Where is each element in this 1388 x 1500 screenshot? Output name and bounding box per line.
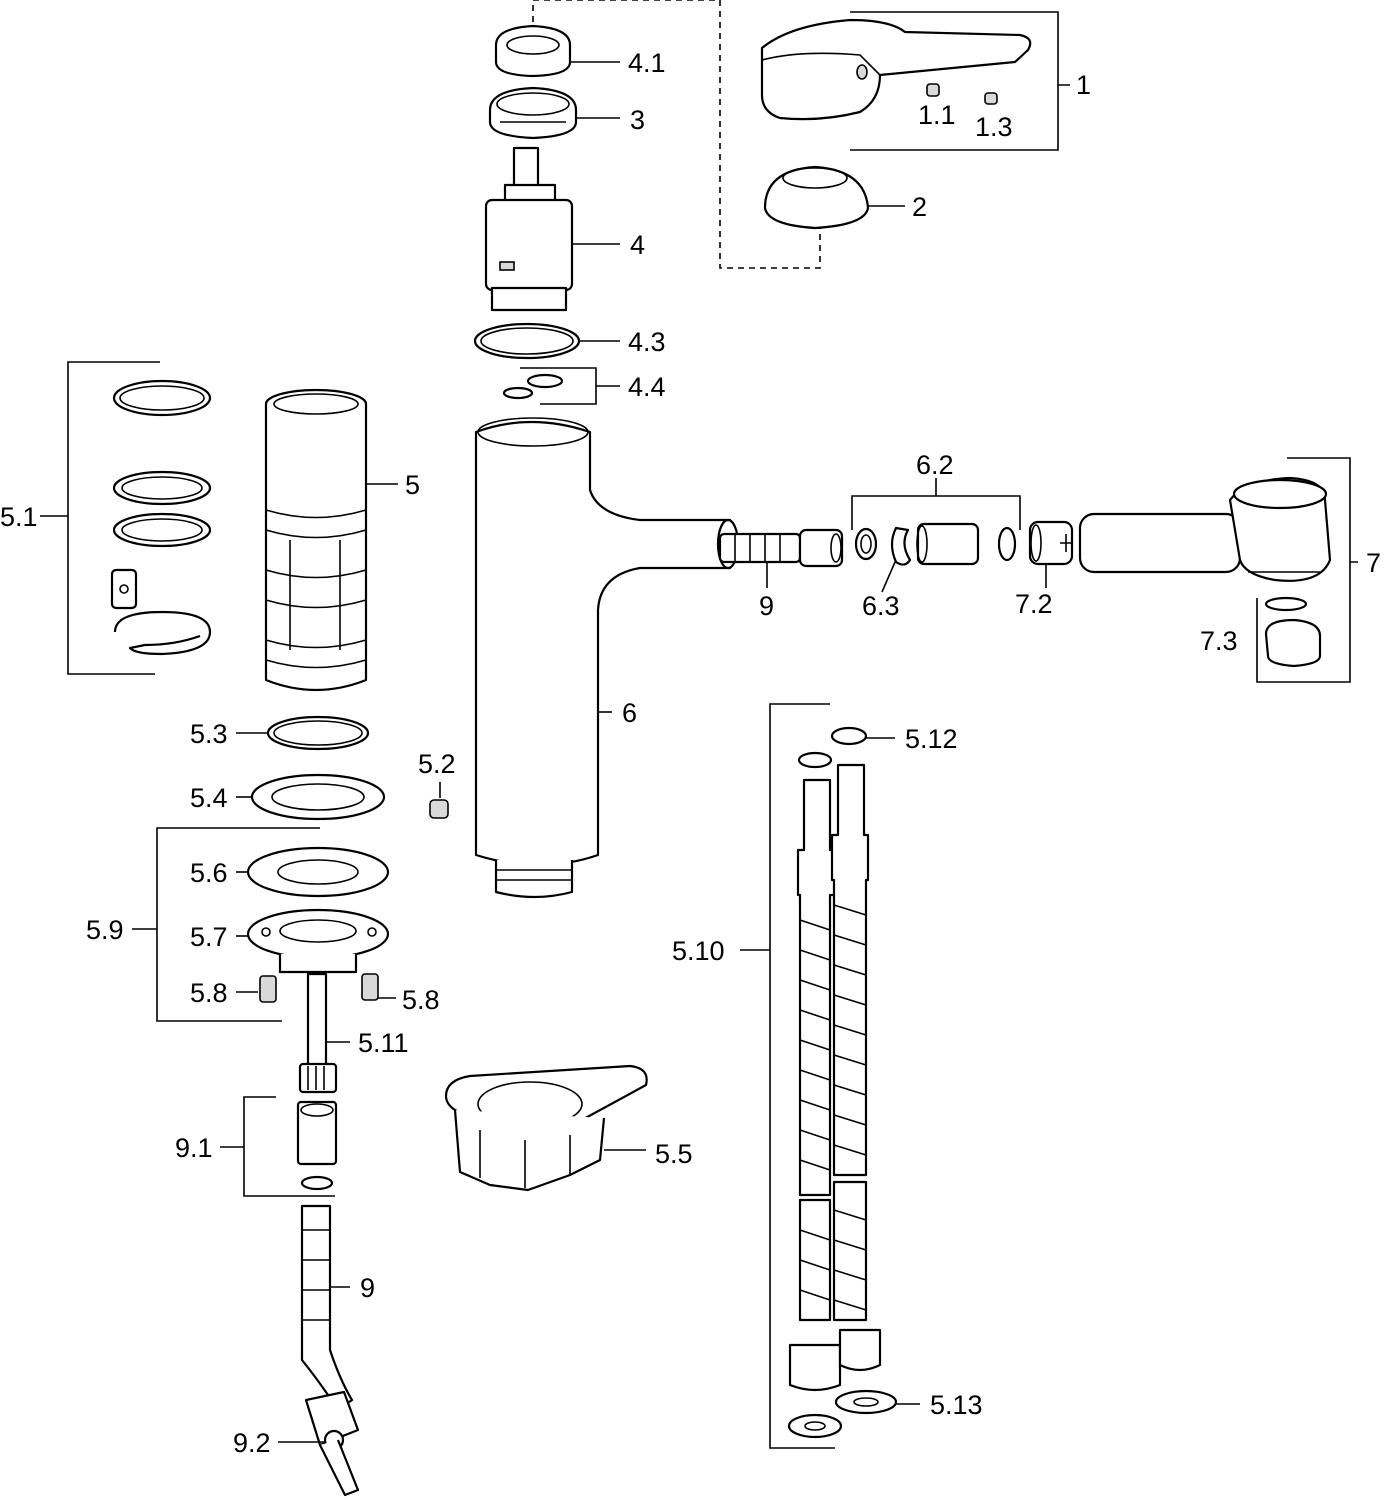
bracket-9-1 [220,1096,335,1197]
part-5-1-rings [110,379,212,656]
label-9-1: 9.1 [175,1133,213,1163]
label-5-1: 5.1 [0,502,38,532]
part-5-5-wrench [444,1064,648,1192]
labels: 1 1.1 1.3 2 3 4 4.1 4.3 4.4 5 5.1 5.2 5.… [0,48,1381,1458]
label-5-10: 5.10 [672,936,725,966]
bracket-7 [1256,457,1358,683]
label-6: 6 [622,698,637,728]
bracket-4-4 [520,367,620,405]
part-7-3-aerator [1264,596,1322,668]
part-9-1-adapter [296,1100,338,1191]
label-4-3: 4.3 [628,327,666,357]
label-5-13: 5.13 [930,1390,983,1420]
label-5-2: 5.2 [418,749,456,779]
part-7-2-coupling [1028,520,1074,566]
part-5-7-flange [246,908,390,974]
part-6-body [474,417,740,899]
part-5-11-rod [298,972,338,1094]
label-7: 7 [1366,548,1381,578]
part-4-cartridge [484,146,574,312]
label-1-3: 1.3 [975,112,1013,142]
part-4-1-nut [494,24,572,78]
label-5-8-left: 5.8 [190,978,228,1008]
part-9-2-connector [304,1390,360,1497]
dashed-connector [532,0,821,269]
part-5-4-washer [250,773,386,821]
leader-6-3 [881,561,896,593]
part-4-3-o-ring [473,322,581,360]
bracket-1 [850,11,1070,151]
label-5-8-right: 5.8 [402,985,440,1015]
label-3: 3 [630,105,645,135]
label-5-12: 5.12 [905,724,958,754]
part-5-13-washers [787,1389,898,1439]
label-2: 2 [912,192,927,222]
label-6-3: 6.3 [862,591,900,621]
label-5-6: 5.6 [190,858,228,888]
label-7-2: 7.2 [1015,589,1053,619]
bracket-5-10 [740,703,835,1449]
label-1: 1 [1076,70,1091,100]
label-9-top: 9 [759,591,774,621]
part-4-4-seals [502,373,564,400]
label-1-1: 1.1 [918,100,956,130]
label-5-9: 5.9 [86,915,124,945]
part-6-3-circlip [890,526,912,566]
label-5-4: 5.4 [190,783,228,813]
label-5: 5 [405,470,420,500]
part-5-2-plug [429,799,449,819]
label-4: 4 [630,230,645,260]
label-5-5: 5.5 [655,1139,693,1169]
part-5-6-gasket [246,846,390,898]
bracket-5-1 [40,361,160,675]
part-5-12-o-ring [797,726,868,769]
part-5-3-o-ring [266,715,370,751]
label-5-7: 5.7 [190,922,228,952]
label-4-4: 4.4 [628,372,666,402]
part-1-lever-handle [760,18,1032,121]
bracket-5-9 [132,827,320,1022]
part-1-3-screw [984,92,998,105]
part-3-ring-nut [488,86,578,140]
part-5-10-hoses [788,763,882,1392]
label-9-bottom: 9 [360,1273,375,1303]
label-5-11: 5.11 [358,1028,409,1058]
part-5-8-screw-left [259,975,277,1003]
label-4-1: 4.1 [628,48,666,78]
label-5-3: 5.3 [190,719,228,749]
label-7-3: 7.3 [1200,626,1238,656]
part-1-1-screw [926,83,940,97]
part-9-threaded-insert [718,528,844,568]
part-9-hose [300,1204,354,1412]
part-5-8-screw-right [361,973,379,1001]
part-7-spray-head [1078,476,1332,582]
label-6-2: 6.2 [916,450,954,480]
part-6-2-parts [854,522,1017,566]
part-2-cover-cap [763,165,870,230]
label-9-2: 9.2 [233,1428,271,1458]
part-5-cylinder [264,388,368,692]
bracket-6-2 [851,478,1021,530]
